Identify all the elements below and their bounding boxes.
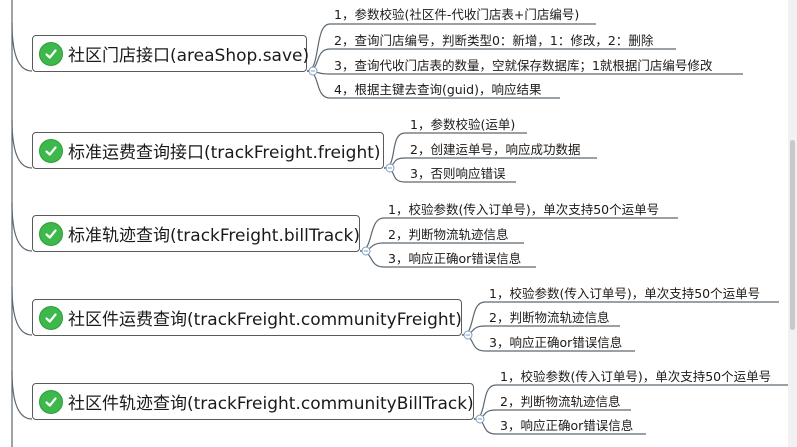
check-icon <box>39 221 63 246</box>
node-title: 标准运费查询接口(trackFreight.freight) <box>68 143 381 163</box>
check-icon <box>39 305 63 330</box>
node-title: 社区门店接口(areaShop.save) <box>68 46 310 66</box>
node-title: 标准轨迹查询(trackFreight.billTrack) <box>68 226 360 246</box>
branch-connector <box>11 370 33 420</box>
leaf-item[interactable]: 1，参数校验(社区件-代收门店表+门店编号) <box>334 7 580 22</box>
leaf-item[interactable]: 2，判断物流轨迹信息 <box>500 394 621 409</box>
leaf-item[interactable]: 1，校验参数(传入订单号)，单次支持50个运单号 <box>388 202 660 217</box>
node-bill-track[interactable]: 标准轨迹查询(trackFreight.billTrack) <box>32 215 360 252</box>
branch-connector <box>11 22 33 72</box>
leaf-item[interactable]: 3，查询代收门店表的数量，空就保存数据库；1就根据门店编号修改 <box>334 58 713 73</box>
leaf-connector <box>306 70 331 99</box>
leaf-item[interactable]: 1，参数校验(运单) <box>410 117 516 132</box>
leaf-item[interactable]: 2，创建运单号，响应成功数据 <box>410 142 581 157</box>
leaf-item[interactable]: 2，判断物流轨迹信息 <box>489 310 610 325</box>
branch-connector <box>11 202 33 252</box>
leaf-item[interactable]: 1，校验参数(传入订单号)，单次支持50个运单号 <box>489 286 761 301</box>
leaf-connector <box>306 23 331 72</box>
leaf-item[interactable]: 4，根据主键去查询(guid)，响应结果 <box>334 82 542 97</box>
branch-connector <box>11 286 33 336</box>
leaf-item[interactable]: 3，否则响应错误 <box>410 166 506 181</box>
check-icon <box>39 389 63 414</box>
check-icon <box>39 41 63 66</box>
node-community-bill-track[interactable]: 社区件轨迹查询(trackFreight.communityBillTrack) <box>32 383 474 420</box>
node-title: 社区件轨迹查询(trackFreight.communityBillTrack) <box>68 394 474 414</box>
node-freight[interactable]: 标准运费查询接口(trackFreight.freight) <box>32 132 384 169</box>
leaf-item[interactable]: 2，查询门店编号，判断类型0：新增，1：修改，2：删除 <box>334 33 654 48</box>
node-area-shop[interactable]: 社区门店接口(areaShop.save) <box>32 35 310 72</box>
node-title: 社区件运费查询(trackFreight.communityFreight) <box>68 310 462 330</box>
leaf-item[interactable]: 1，校验参数(传入订单号)，单次支持50个运单号 <box>500 369 772 384</box>
leaf-item[interactable]: 3，响应正确or错误信息 <box>500 418 634 433</box>
node-community-freight[interactable]: 社区件运费查询(trackFreight.communityFreight) <box>32 299 462 336</box>
vertical-scrollbar[interactable] <box>788 0 797 447</box>
scrollbar-thumb[interactable] <box>790 140 795 330</box>
leaf-item[interactable]: 3，响应正确or错误信息 <box>489 335 623 350</box>
check-icon <box>39 138 63 163</box>
leaf-item[interactable]: 2，判断物流轨迹信息 <box>388 227 509 242</box>
branch-connector <box>11 119 33 169</box>
leaf-item[interactable]: 3，响应正确or错误信息 <box>388 251 522 266</box>
